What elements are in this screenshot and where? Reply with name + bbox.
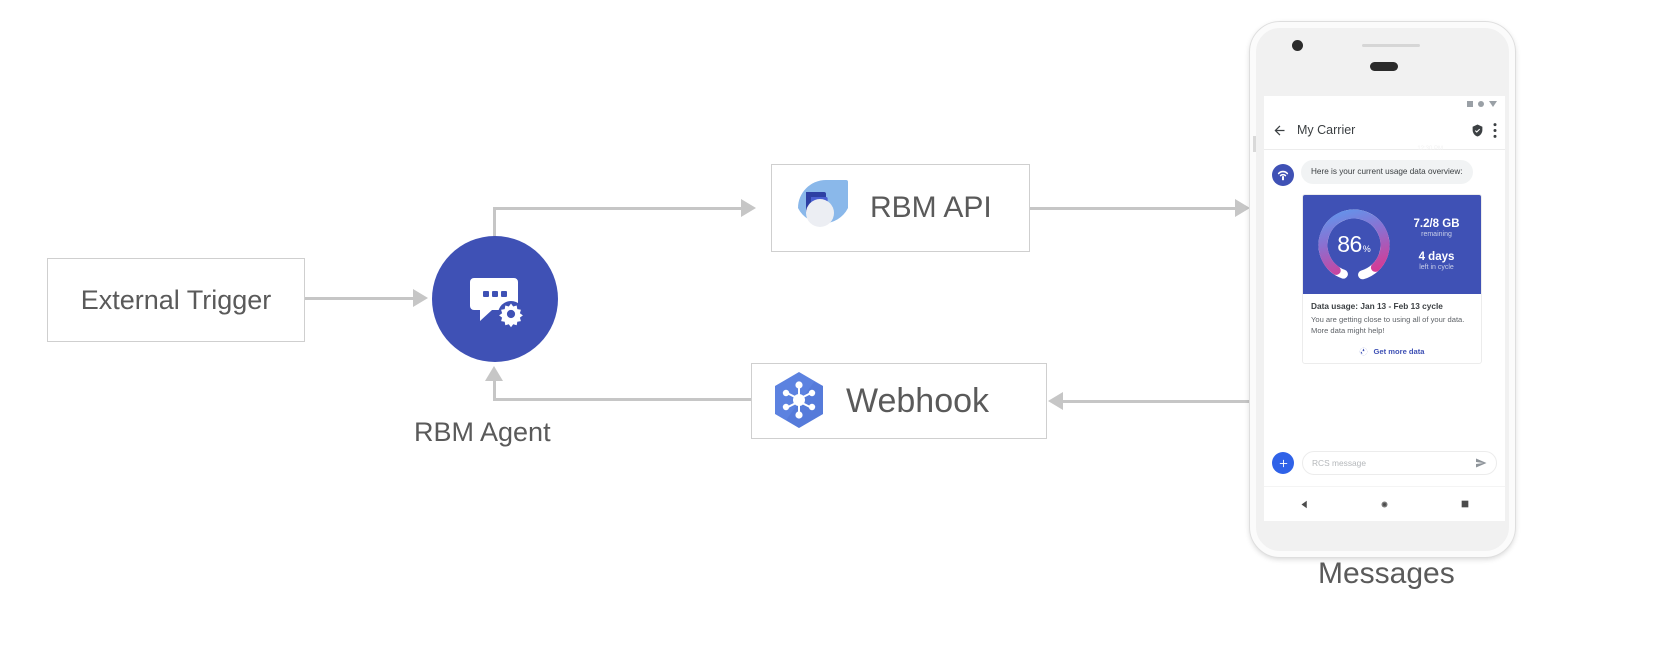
verified-shield-icon[interactable]	[1471, 124, 1484, 137]
stat-days-left-label: left in cycle	[1419, 264, 1454, 271]
usage-stats: 7.2/8 GB remaining 4 days left in cycle	[1396, 218, 1481, 271]
plus-glyph-icon	[1279, 459, 1287, 467]
nav-home-icon[interactable]	[1380, 500, 1389, 509]
get-more-data-label: Get more data	[1373, 346, 1425, 356]
send-icon[interactable]	[1475, 457, 1487, 469]
data-usage-panel: 86 % 7.2/8 GB remaining 4 days left in c…	[1303, 195, 1481, 294]
conversation-thread: Here is your current usage data overview…	[1264, 150, 1505, 364]
webhook-hexagon-icon	[775, 372, 823, 428]
stat-days-left-value: 4 days	[1418, 251, 1455, 263]
external-trigger-node[interactable]: External Trigger	[47, 258, 305, 342]
message-composer: RCS message	[1264, 443, 1505, 483]
incoming-message-bubble: Here is your current usage data overview…	[1301, 160, 1473, 184]
back-arrow-icon[interactable]	[1272, 123, 1287, 138]
status-bar	[1264, 96, 1505, 111]
arrowhead-webhook-to-agent	[485, 366, 503, 381]
connector-agent-up	[493, 207, 496, 239]
rcs-message-input[interactable]: RCS message	[1302, 451, 1497, 475]
gauge-percent-sign: %	[1362, 244, 1371, 254]
app-bar-title: My Carrier	[1297, 123, 1356, 137]
rbm-agent-label: RBM Agent	[414, 417, 551, 447]
phone-device: My Carrier 12:30 PM	[1250, 22, 1515, 557]
rbm-api-label: RBM API	[870, 191, 992, 224]
nav-back-icon[interactable]	[1300, 500, 1309, 509]
globe-icon	[1360, 347, 1368, 356]
front-camera-icon	[1292, 40, 1303, 51]
earpiece	[1370, 62, 1398, 71]
connector-agent-down	[493, 380, 496, 400]
rich-card-title: Data usage: Jan 13 - Feb 13 cycle	[1311, 301, 1443, 311]
rbm-api-logo-icon	[798, 180, 848, 227]
chat-gear-icon	[470, 278, 524, 328]
nav-recents-icon[interactable]	[1461, 500, 1469, 508]
connector-trigger-to-agent	[305, 297, 415, 300]
phone-screen: My Carrier 12:30 PM	[1264, 96, 1505, 521]
rbm-api-node[interactable]: RBM API	[771, 164, 1030, 252]
rcs-message-placeholder: RCS message	[1312, 458, 1366, 468]
signal-triangle-icon	[1489, 100, 1497, 107]
overflow-menu-icon[interactable]	[1493, 122, 1497, 138]
speaker-grille	[1362, 44, 1420, 47]
gauge-center-label: 86 %	[1312, 203, 1396, 287]
connector-api-to-phone	[1030, 207, 1238, 210]
webhook-node[interactable]: Webhook	[751, 363, 1047, 439]
plus-icon[interactable]	[1272, 452, 1294, 474]
arrowhead-agent-to-api	[741, 199, 756, 217]
messages-label: Messages	[1318, 557, 1455, 590]
rich-card-description: You are getting close to using all of yo…	[1311, 315, 1465, 336]
arrowhead-api-to-phone	[1235, 199, 1250, 217]
usage-gauge: 86 %	[1312, 203, 1396, 287]
stat-data-remaining-value: 7.2/8 GB	[1413, 218, 1460, 230]
rbm-agent-node[interactable]	[432, 236, 558, 362]
volume-button[interactable]	[1253, 136, 1256, 152]
battery-icon	[1467, 100, 1473, 107]
external-trigger-label: External Trigger	[80, 284, 272, 315]
gauge-arc-icon	[1318, 209, 1390, 280]
circle-dot-icon	[1478, 100, 1484, 107]
message-timestamp: 12:30 PM	[1417, 146, 1443, 152]
message-row-incoming: Here is your current usage data overview…	[1272, 160, 1497, 186]
arrowhead-phone-to-webhook	[1048, 392, 1063, 410]
connector-webhook-to-agent	[493, 398, 751, 401]
arrowhead-trigger-to-agent	[413, 289, 428, 307]
rich-card[interactable]: 86 % 7.2/8 GB remaining 4 days left in c…	[1302, 194, 1482, 364]
rich-card-body: Data usage: Jan 13 - Feb 13 cycle You ar…	[1303, 294, 1481, 341]
stat-divider	[1396, 238, 1477, 251]
stat-data-remaining-label: remaining	[1421, 231, 1452, 238]
connector-agent-to-api	[493, 207, 743, 210]
android-nav-bar	[1264, 486, 1505, 521]
carrier-antenna-icon	[1277, 170, 1289, 181]
webhook-label: Webhook	[846, 381, 990, 420]
avatar	[1272, 164, 1294, 186]
get-more-data-button[interactable]: Get more data	[1303, 341, 1481, 363]
connector-phone-to-webhook	[1060, 400, 1250, 403]
gauge-percent-value: 86	[1337, 231, 1362, 257]
app-bar: My Carrier 12:30 PM	[1264, 111, 1505, 152]
